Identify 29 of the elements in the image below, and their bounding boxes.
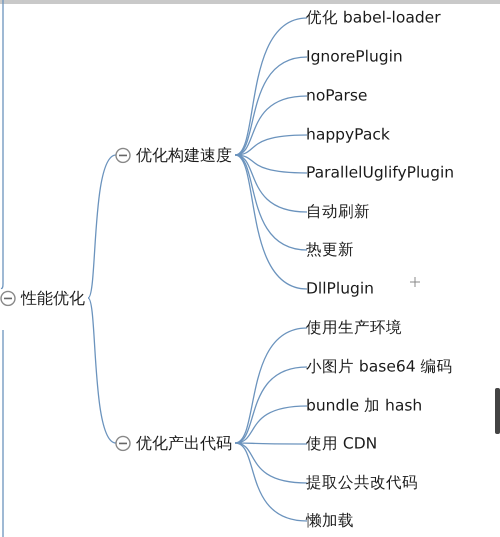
branch-line xyxy=(234,154,308,251)
topic-text: 提取公共改代码 xyxy=(306,474,418,492)
branch-line xyxy=(234,442,308,522)
topic-text: 性能优化 xyxy=(21,288,85,308)
topic-text: 使用 CDN xyxy=(306,434,378,454)
branch-line xyxy=(87,154,116,298)
branch-line xyxy=(234,95,308,156)
topic-text: noParse xyxy=(306,86,368,106)
topic-text: ParallelUglifyPlugin xyxy=(306,164,454,182)
topic-text: happyPack xyxy=(306,126,390,144)
branch-line xyxy=(234,405,308,444)
topic-text: 优化 babel-loader xyxy=(306,8,441,28)
branch-line xyxy=(234,154,308,213)
branch-line xyxy=(234,134,308,156)
topic-text: 懒加载 xyxy=(306,512,354,530)
branch-line xyxy=(234,154,308,290)
branch-line xyxy=(234,327,308,444)
topic-text: 优化产出代码 xyxy=(136,433,232,453)
topic-text: 自动刷新 xyxy=(306,202,370,222)
branch-line xyxy=(0,0,4,289)
topic-text: IgnorePlugin xyxy=(306,48,403,66)
topic-text: 热更新 xyxy=(306,240,354,260)
topic-text: 小图片 base64 编码 xyxy=(306,358,453,376)
topic-text: 优化构建速度 xyxy=(136,145,232,165)
branch-line xyxy=(234,17,308,156)
topic-text: 使用生产环境 xyxy=(306,318,402,338)
branch-line xyxy=(87,298,116,444)
topic-text: DllPlugin xyxy=(306,280,374,298)
topic-text: bundle 加 hash xyxy=(306,396,422,416)
